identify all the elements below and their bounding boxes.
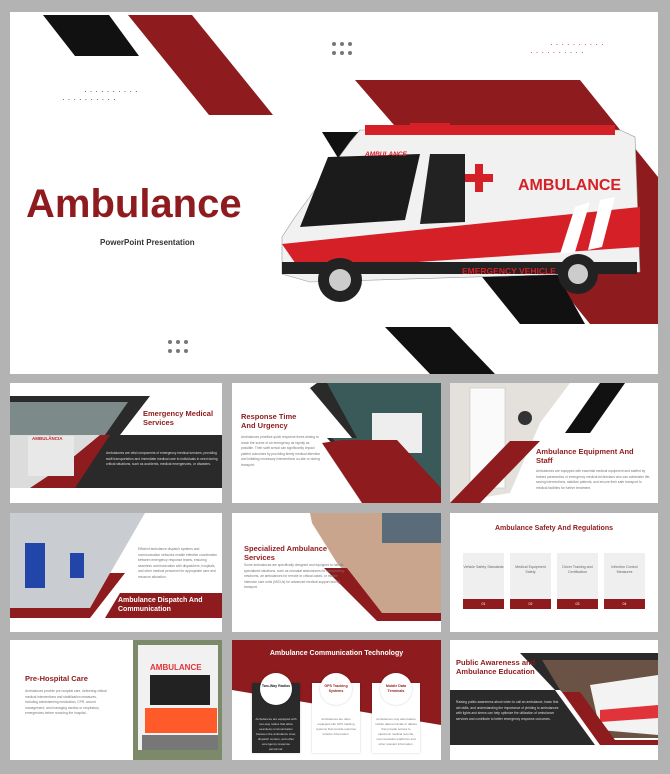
svg-text:··········: ··········	[84, 87, 141, 96]
van-bottom-text: EMERGENCY VEHICLE	[462, 266, 556, 276]
thumbnail-specialized-services[interactable]: Specialized Ambulance Services Some ambu…	[232, 513, 441, 632]
slide-body: Efficient ambulance dispatch systems and…	[138, 547, 218, 579]
ambulance-van-image: AMBULANCE AMBULANCE EMERGENCY VEHICLE	[281, 123, 641, 302]
cover-subtitle: PowerPoint Presentation	[100, 238, 195, 247]
slide-decor	[10, 513, 222, 618]
slide-body: Ambulances are vital components of emerg…	[106, 451, 218, 467]
slide-decor	[450, 383, 625, 503]
slide-title: Pre-Hospital Care	[25, 674, 88, 683]
slide-decor	[310, 513, 441, 621]
thumbnail-public-awareness[interactable]: Public Awareness and Ambulance Education…	[450, 640, 658, 760]
slide-title: Emergency Medical Services	[143, 409, 214, 427]
slide-title: Ambulance Communication Technology	[269, 650, 404, 657]
slide-body: Ambulances are equipped with essential m…	[536, 469, 651, 490]
slide-body: Ambulances provide pre-hospital care, de…	[25, 689, 107, 716]
svg-text:··········: ··········	[62, 95, 119, 104]
slide-decor: AMBULÂNCIA	[10, 396, 222, 488]
van-front-text: AMBULANCE	[364, 151, 408, 158]
thumbnail-response-time[interactable]: Response Time And Urgency Ambulances pri…	[232, 383, 441, 503]
photo-text: AMBULANCE	[150, 663, 202, 672]
thumbnail-equipment-staff[interactable]: Ambulance Equipment And Staff Ambulances…	[450, 383, 658, 503]
slide-title: Response Time And Urgency	[241, 412, 297, 430]
slide-decor: AMBULANCE	[133, 640, 222, 760]
svg-text:··········: ··········	[550, 40, 607, 49]
cover-slide[interactable]: ···················· ···················…	[10, 12, 658, 374]
van-side-text: AMBULANCE	[518, 177, 621, 194]
cover-title: Ambulance	[26, 182, 242, 226]
thumbnail-dispatch[interactable]: Efficient ambulance dispatch systems and…	[10, 513, 222, 632]
thumbnail-safety-regulations[interactable]: Ambulance Safety And Regulations Vehicle…	[450, 513, 658, 632]
thumbnail-emergency-medical-services[interactable]: AMBULÂNCIA Emergency Medical Services Am…	[10, 383, 222, 503]
slide-title: Public Awareness and Ambulance Education	[456, 658, 536, 676]
slide-title: Ambulance Dispatch And Communication	[118, 597, 203, 613]
photo-text: AMBULÂNCIA	[32, 435, 63, 441]
slide-title: Ambulance Safety And Regulations	[495, 525, 613, 532]
slide-decor	[310, 383, 441, 503]
slide-body: Some ambulances are specifically designe…	[244, 563, 344, 590]
slide-decor	[450, 653, 658, 745]
thumbnail-communication-technology[interactable]: Ambulance Communication Technology Two-W…	[232, 640, 441, 760]
thumbnail-pre-hospital-care[interactable]: AMBULANCE Pre-Hospital Care Ambulances p…	[10, 640, 222, 760]
svg-text:··········: ··········	[530, 48, 587, 57]
slide-title: Ambulance Equipment And Staff	[536, 447, 634, 465]
slide-body: Raising public awareness about when to c…	[456, 700, 559, 721]
slide-body: Ambulances prioritize quick response tim…	[241, 435, 321, 467]
slide-title: Specialized Ambulance Services	[244, 544, 328, 562]
